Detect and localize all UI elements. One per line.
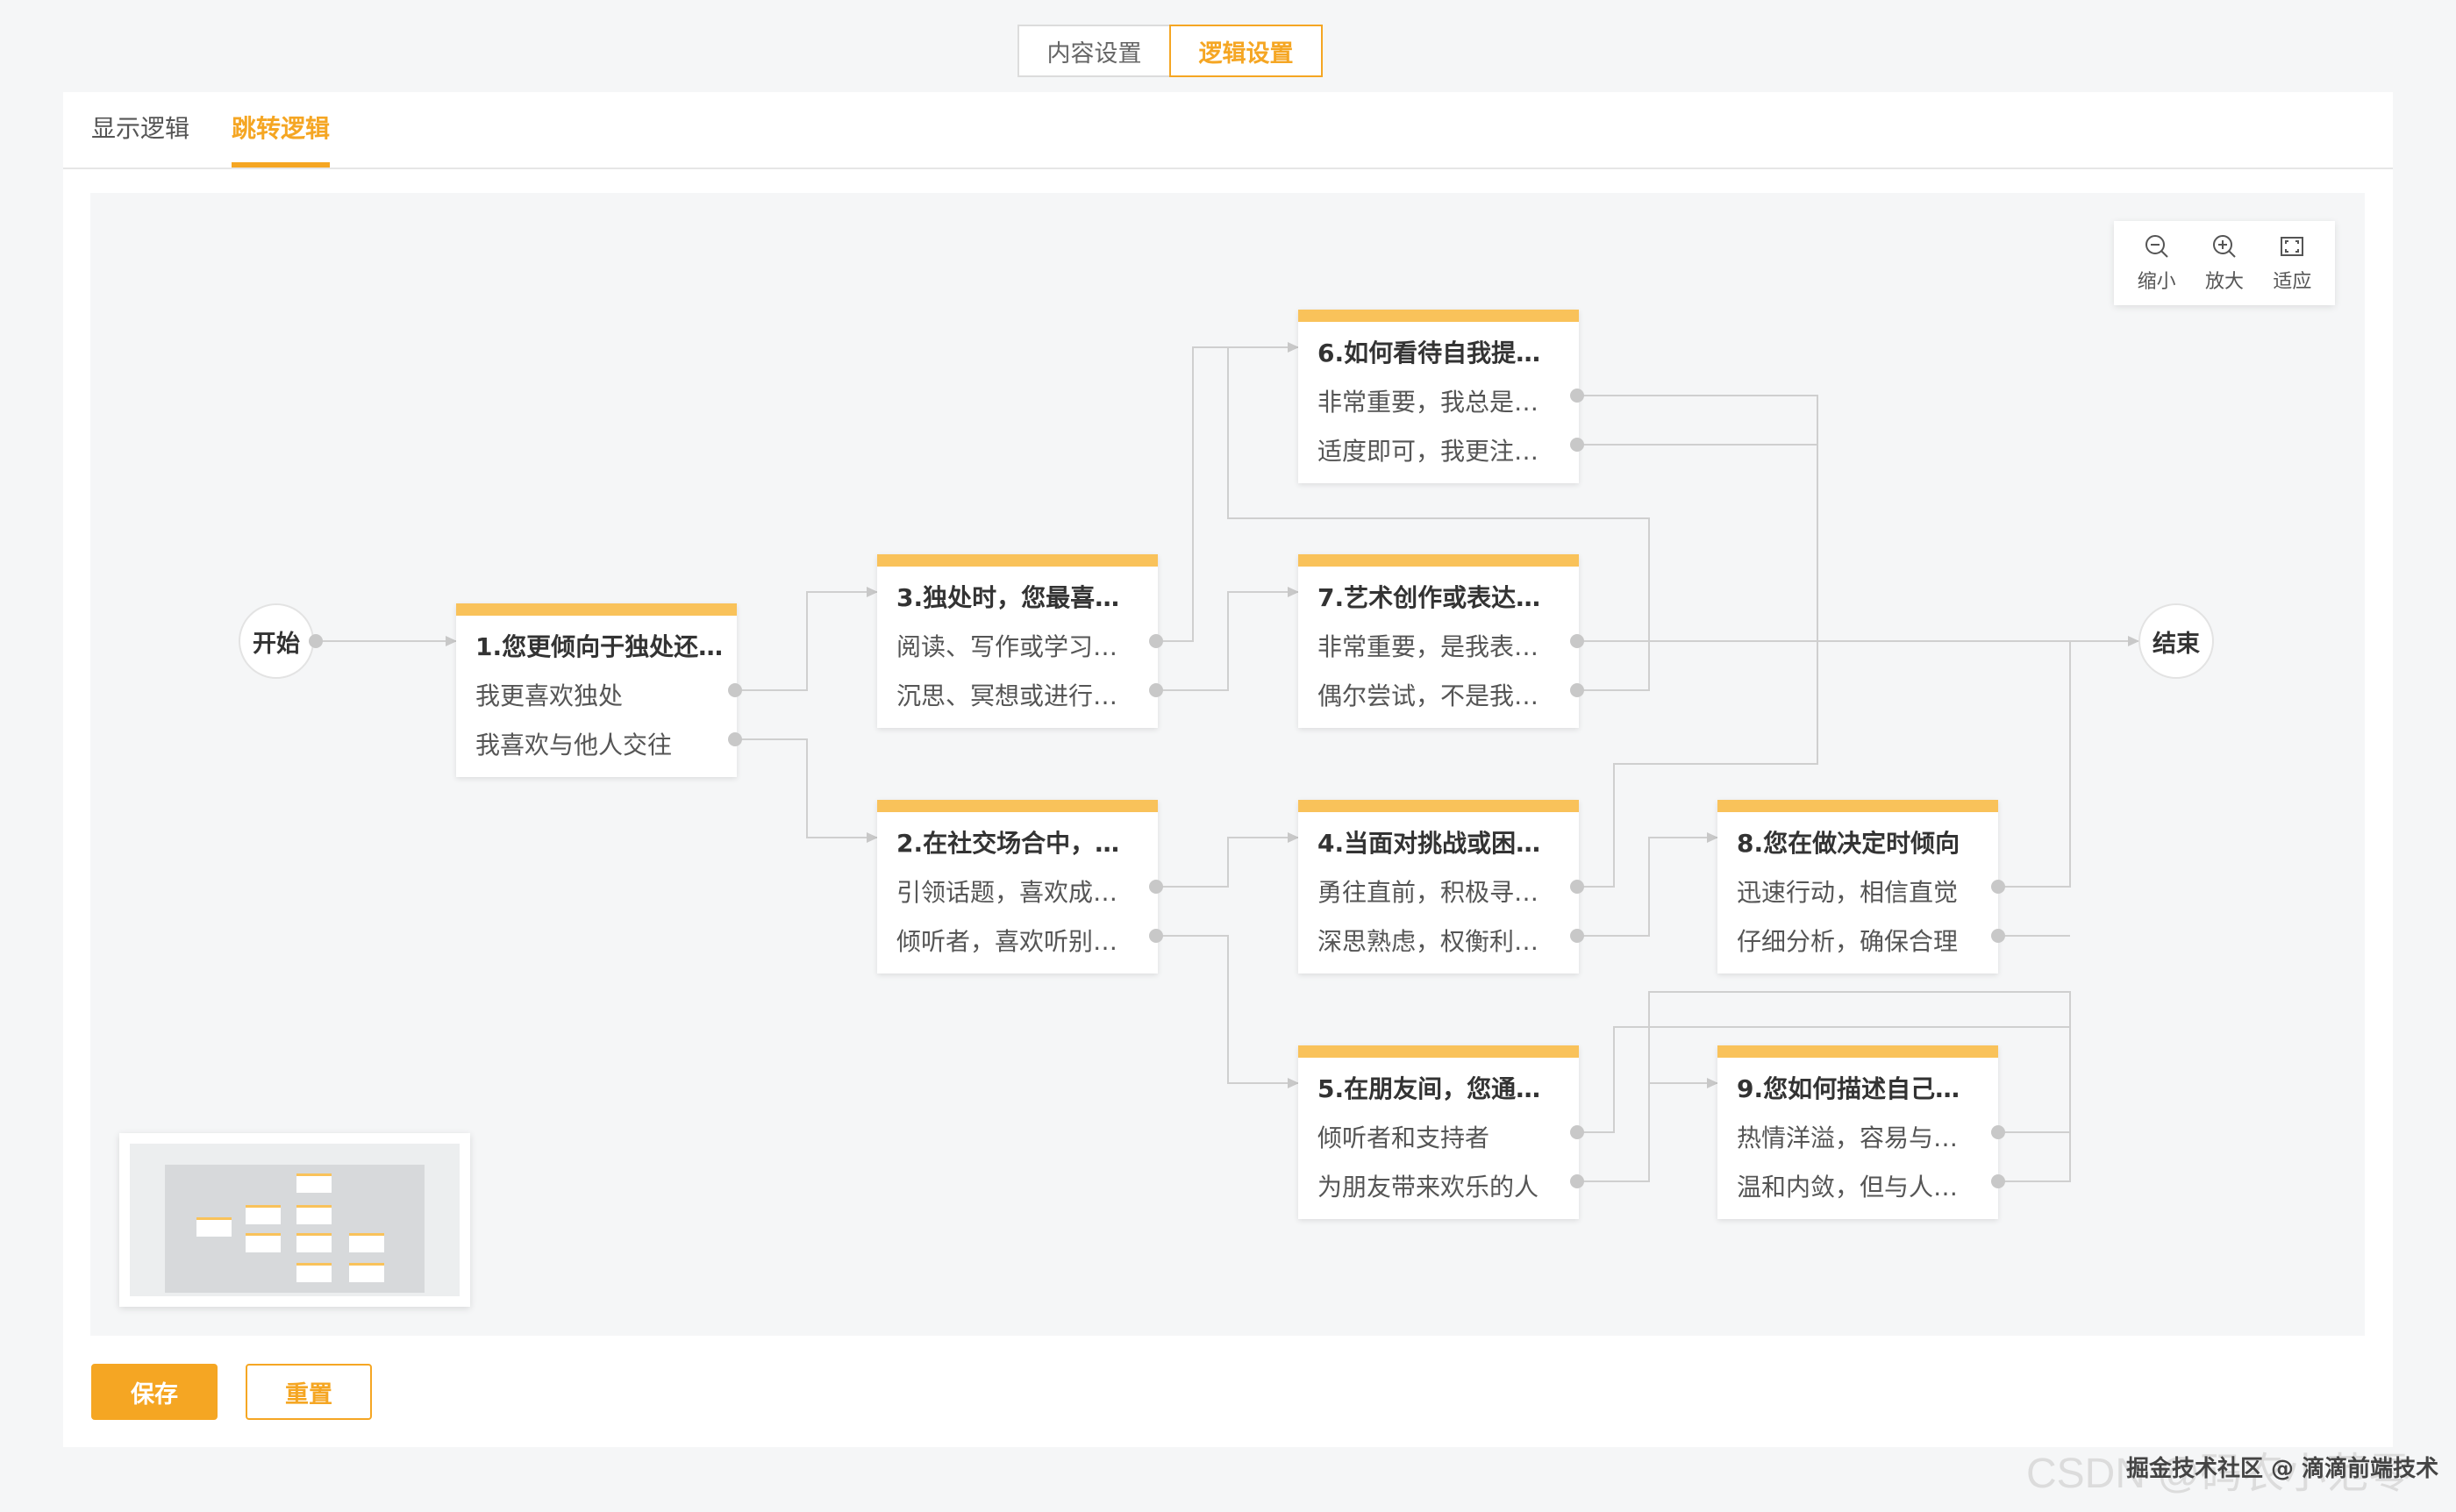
question-node-7[interactable]: 7.艺术创作或表达… 非常重要，是我表… 偶尔尝试，不是我… (1298, 554, 1579, 728)
minimap-node (349, 1233, 384, 1252)
minimap-node (349, 1263, 384, 1282)
option-port[interactable] (1149, 683, 1163, 697)
start-node[interactable]: 开始 (239, 603, 314, 679)
question-title: 5.在朋友间，您通… (1317, 1074, 1541, 1103)
question-option: 引领话题，喜欢成… (896, 878, 1118, 907)
minimap-node (196, 1217, 232, 1237)
question-option: 非常重要，是我表… (1317, 632, 1539, 661)
question-node-2[interactable]: 2.在社交场合中，… 引领话题，喜欢成… 倾听者，喜欢听别… (877, 800, 1158, 974)
reset-button[interactable]: 重置 (246, 1364, 372, 1420)
question-option: 沉思、冥想或进行… (896, 681, 1118, 710)
question-option: 偶尔尝试，不是我… (1317, 681, 1539, 710)
option-port[interactable] (1570, 438, 1584, 452)
question-option: 仔细分析，确保合理 (1737, 927, 1959, 956)
tab-jump-logic[interactable]: 跳转逻辑 (232, 110, 331, 168)
minimap[interactable] (119, 1133, 470, 1307)
zoom-toolbar: 缩小 放大 适应 (2114, 221, 2335, 305)
minimap-node (296, 1205, 332, 1224)
option-port[interactable] (1149, 634, 1163, 648)
question-option: 倾听者和支持者 (1317, 1123, 1490, 1152)
question-option: 温和内敛，但与人… (1737, 1173, 1959, 1202)
fit-icon (2281, 237, 2304, 256)
question-title: 8.您在做决定时倾向 (1737, 829, 1960, 858)
question-option: 阅读、写作或学习… (896, 632, 1118, 661)
minimap-node (296, 1233, 332, 1252)
question-option: 倾听者，喜欢听别… (896, 927, 1118, 956)
option-port[interactable] (1991, 1125, 2005, 1139)
top-tab-group: 内容设置 逻辑设置 (1017, 25, 1323, 77)
question-title: 9.您如何描述自己… (1737, 1074, 1960, 1103)
end-node[interactable]: 结束 (2138, 603, 2214, 679)
option-port[interactable] (1991, 929, 2005, 943)
question-title: 4.当面对挑战或困… (1317, 829, 1541, 858)
option-port[interactable] (1570, 1125, 1584, 1139)
watermark-sub: 掘金技术社区 @ 滴滴前端技术 (2126, 1456, 2439, 1482)
question-title: 2.在社交场合中，… (896, 829, 1120, 858)
question-option: 为朋友带来欢乐的人 (1317, 1173, 1539, 1202)
question-option: 我喜欢与他人交往 (475, 731, 673, 760)
option-port[interactable] (1570, 880, 1584, 894)
zoom-out-icon (2145, 235, 2168, 258)
question-title: 1.您更倾向于独处还… (475, 632, 724, 661)
question-title: 3.独处时，您最喜… (896, 583, 1120, 612)
question-node-6[interactable]: 6.如何看待自我提… 非常重要，我总是… 适度即可，我更注… (1298, 310, 1579, 483)
option-port[interactable] (1149, 929, 1163, 943)
question-title: 7.艺术创作或表达… (1317, 583, 1541, 612)
option-port[interactable] (1570, 683, 1584, 697)
question-node-3[interactable]: 3.独处时，您最喜… 阅读、写作或学习… 沉思、冥想或进行… (877, 554, 1158, 728)
question-option: 迅速行动，相信直觉 (1737, 878, 1959, 907)
zoom-in-button[interactable]: 放大 (2205, 232, 2244, 294)
question-option: 热情洋溢，容易与… (1737, 1123, 1959, 1152)
minimap-node (296, 1263, 332, 1282)
zoom-in-icon (2212, 235, 2236, 258)
option-port[interactable] (1570, 634, 1584, 648)
zoom-out-button[interactable]: 缩小 (2138, 232, 2176, 294)
option-port[interactable] (1570, 389, 1584, 403)
save-button[interactable]: 保存 (91, 1364, 218, 1420)
question-option: 非常重要，我总是… (1317, 388, 1539, 417)
question-node-4[interactable]: 4.当面对挑战或困… 勇往直前，积极寻… 深思熟虑，权衡利… (1298, 800, 1579, 974)
question-node-8[interactable]: 8.您在做决定时倾向 迅速行动，相信直觉 仔细分析，确保合理 (1717, 800, 1998, 974)
question-option: 适度即可，我更注… (1317, 437, 1539, 466)
watermark: CSDN @码农小范零 (2026, 1451, 2411, 1497)
question-option: 勇往直前，积极寻… (1317, 878, 1539, 907)
question-title: 6.如何看待自我提… (1317, 339, 1541, 367)
option-port[interactable] (728, 683, 742, 697)
question-node-9[interactable]: 9.您如何描述自己… 热情洋溢，容易与… 温和内敛，但与人… (1717, 1045, 1998, 1219)
minimap-canvas (130, 1144, 460, 1296)
zoom-out-label: 缩小 (2137, 271, 2176, 293)
question-node-1[interactable]: 1.您更倾向于独处还… 我更喜欢独处 我喜欢与他人交往 (456, 603, 737, 777)
option-port[interactable] (1149, 880, 1163, 894)
tab-logic-settings[interactable]: 逻辑设置 (1169, 25, 1323, 77)
sub-tab-bar: 显示逻辑 跳转逻辑 (63, 92, 2393, 169)
option-port[interactable] (728, 732, 742, 746)
tab-content-settings[interactable]: 内容设置 (1017, 25, 1171, 77)
zoom-in-label: 放大 (2204, 271, 2244, 293)
question-option: 我更喜欢独处 (475, 681, 624, 710)
tab-display-logic[interactable]: 显示逻辑 (91, 114, 190, 143)
question-option: 深思熟虑，权衡利… (1317, 927, 1539, 956)
fit-button[interactable]: 适应 (2273, 232, 2311, 294)
minimap-node (246, 1233, 281, 1252)
minimap-viewport[interactable] (165, 1165, 425, 1293)
minimap-node (246, 1205, 281, 1224)
option-port[interactable] (1570, 929, 1584, 943)
option-port[interactable] (1991, 1174, 2005, 1188)
minimap-node (296, 1173, 332, 1193)
option-port[interactable] (1991, 880, 2005, 894)
fit-label: 适应 (2273, 271, 2312, 293)
start-port[interactable] (309, 634, 323, 648)
option-port[interactable] (1570, 1174, 1584, 1188)
question-node-5[interactable]: 5.在朋友间，您通… 倾听者和支持者 为朋友带来欢乐的人 (1298, 1045, 1579, 1219)
